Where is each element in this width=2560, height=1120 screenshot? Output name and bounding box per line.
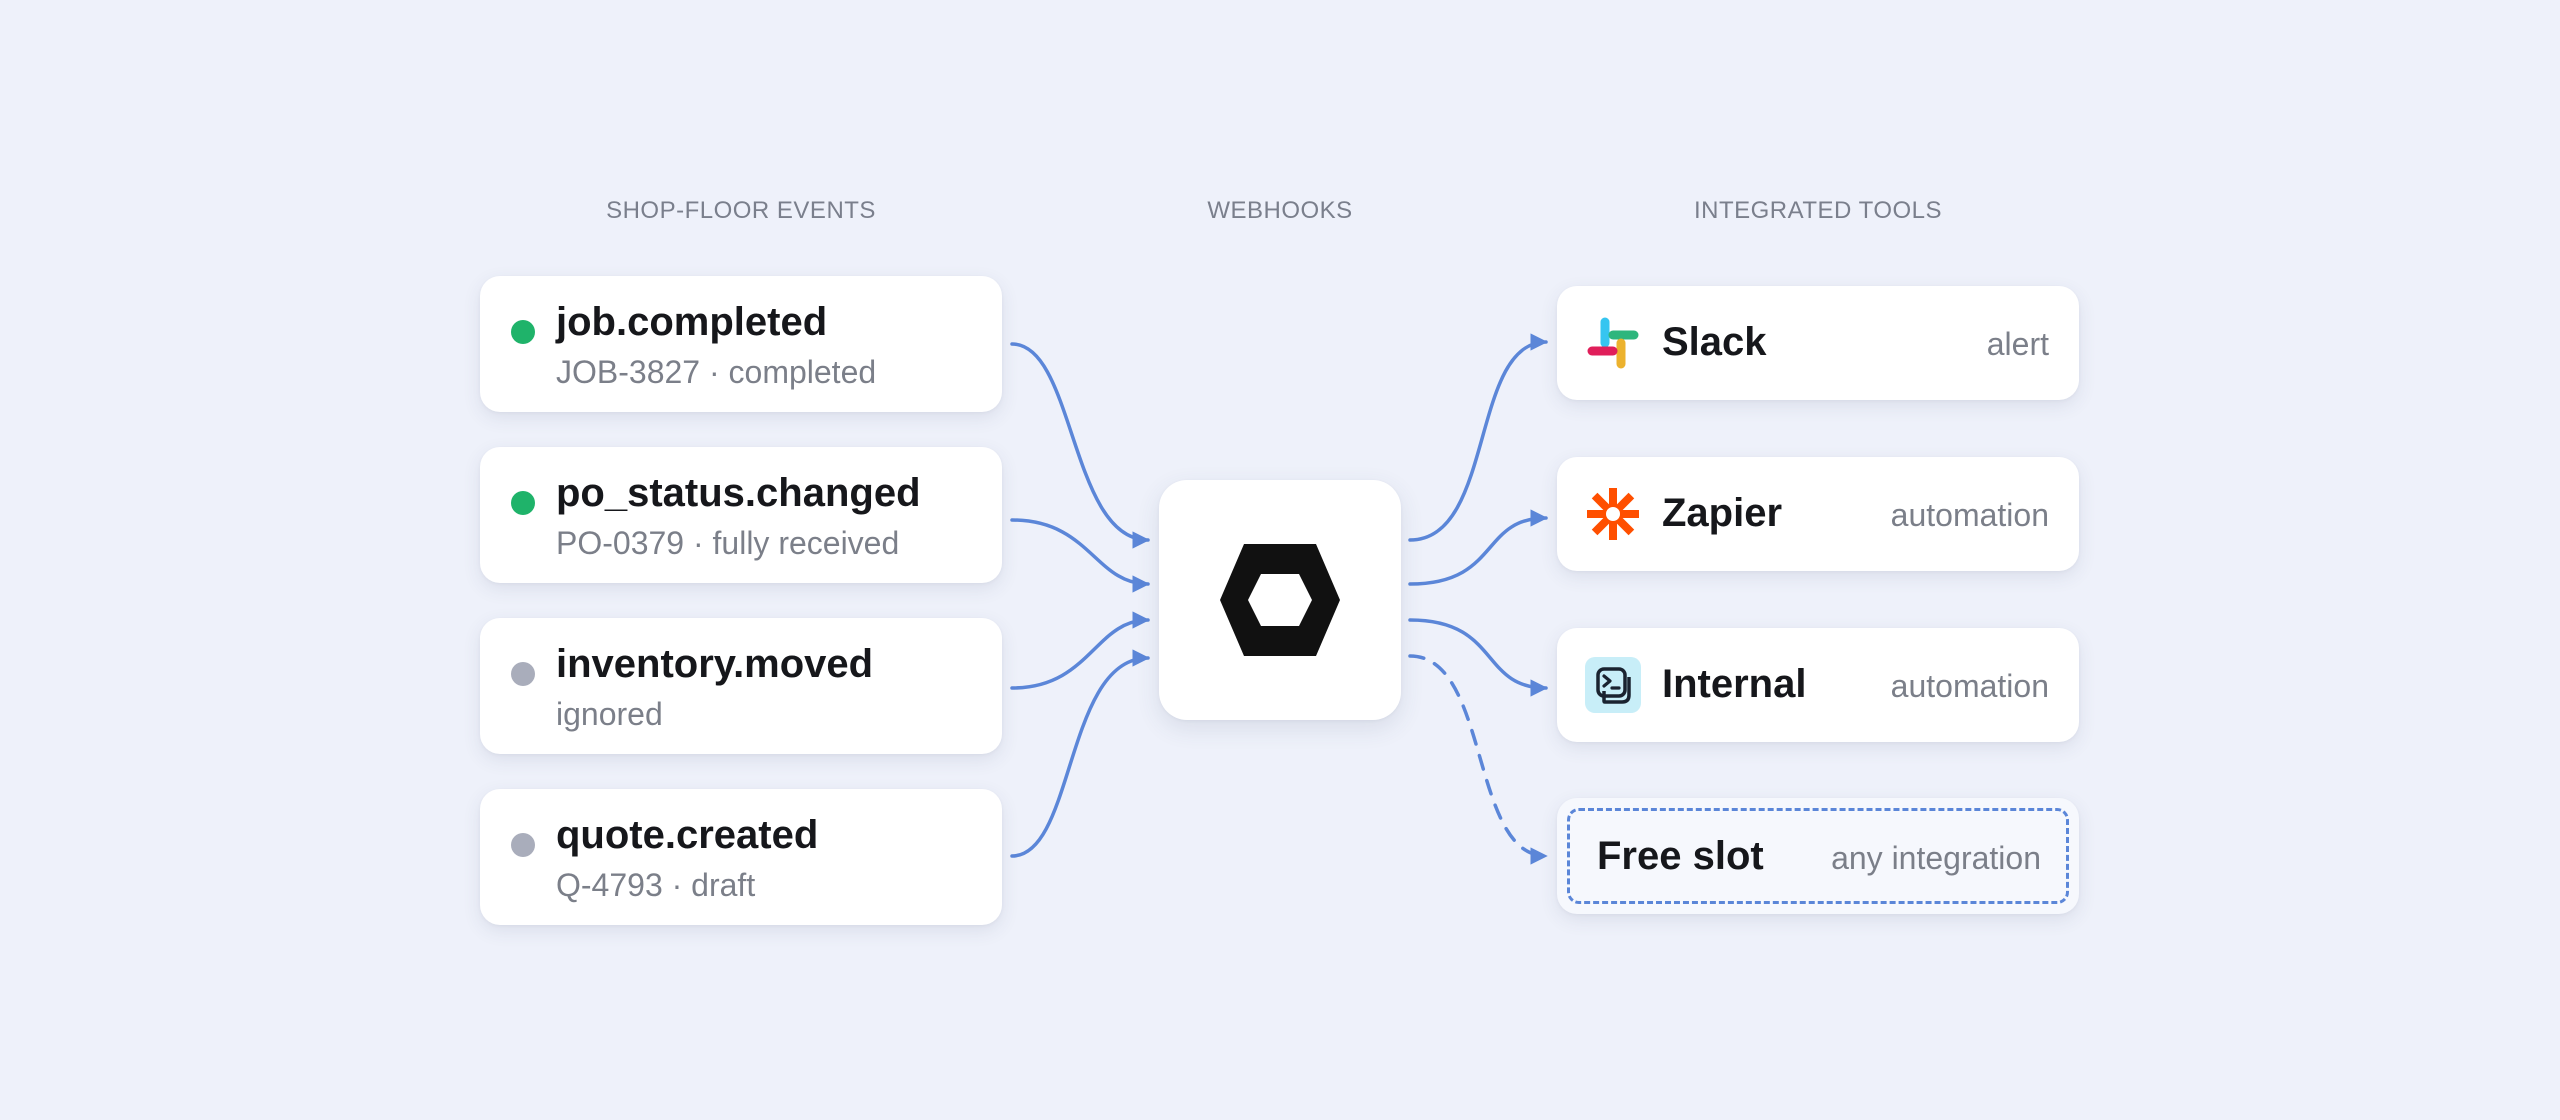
tool-name: Internal xyxy=(1662,662,1807,706)
tool-tag: automation xyxy=(1890,497,2049,533)
tool-card-internal[interactable]: Internal automation xyxy=(1557,628,2079,742)
free-slot-name: Free slot xyxy=(1597,834,1764,878)
webhook-hub[interactable] xyxy=(1159,480,1401,720)
event-title: inventory.moved xyxy=(556,642,874,686)
status-dot xyxy=(511,320,535,344)
event-detail: JOB-3827 · completed xyxy=(556,354,877,390)
free-slot-tag: any integration xyxy=(1831,840,2041,876)
tool-tag: automation xyxy=(1890,668,2049,704)
webhooks-column-header: WEBHOOKS xyxy=(1207,197,1353,224)
free-slot-dashed-border xyxy=(1567,808,2069,904)
event-title: job.completed xyxy=(556,300,828,344)
event-card-quote-created[interactable]: quote.created Q-4793 · draft xyxy=(480,789,1002,925)
tool-card-slack[interactable]: Slack alert xyxy=(1557,286,2079,400)
tools-column-header: INTEGRATED TOOLS xyxy=(1693,197,1943,224)
event-card-inventory-moved[interactable]: inventory.moved ignored xyxy=(480,618,1002,754)
connector-internal xyxy=(1408,618,1548,697)
status-dot xyxy=(511,662,535,686)
event-card-po-status-changed[interactable]: po_status.changed PO-0379 · fully receiv… xyxy=(480,447,1002,583)
event-title: quote.created xyxy=(556,813,819,857)
tool-tag: alert xyxy=(1986,326,2049,362)
status-dot xyxy=(511,491,535,515)
hexagon-logo-icon xyxy=(1220,544,1340,656)
connector-zapier xyxy=(1408,509,1548,586)
event-detail: Q-4793 · draft xyxy=(556,867,756,903)
tool-name: Zapier xyxy=(1662,491,1783,535)
status-dot xyxy=(511,833,535,857)
connector-quote-created xyxy=(1010,649,1150,858)
connector-job-completed xyxy=(1010,342,1150,549)
events-column-header: SHOP-FLOOR EVENTS xyxy=(606,197,876,224)
connector-inventory-moved xyxy=(1010,611,1150,690)
event-detail: ignored xyxy=(556,696,663,732)
event-detail: PO-0379 · fully received xyxy=(556,525,900,561)
connector-po-status-changed xyxy=(1010,518,1150,593)
event-card-job-completed[interactable]: job.completed JOB-3827 · completed xyxy=(480,276,1002,412)
event-title: po_status.changed xyxy=(556,471,921,515)
terminal-icon xyxy=(1585,657,1641,713)
tool-card-zapier[interactable]: Zapier automation xyxy=(1557,457,2079,571)
zapier-icon xyxy=(1587,488,1639,540)
tool-name: Slack xyxy=(1662,320,1767,364)
connector-slack xyxy=(1408,333,1548,542)
slack-icon xyxy=(1587,317,1639,369)
connector-free-slot xyxy=(1408,654,1548,865)
free-slot-card[interactable]: Free slot any integration xyxy=(1557,798,2079,914)
